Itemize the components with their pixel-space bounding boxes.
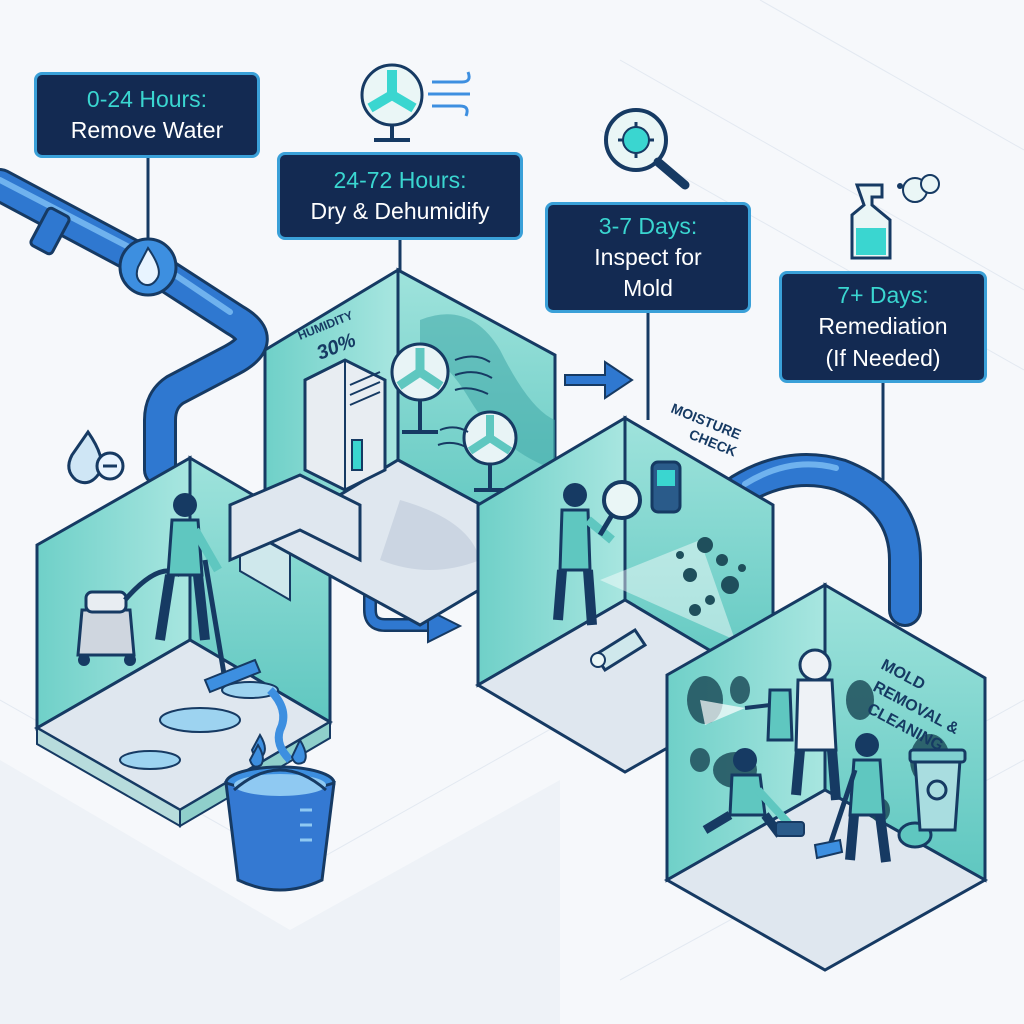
callout-action: Remove Water <box>70 117 224 143</box>
callout-action-line2: (If Needed) <box>825 344 941 371</box>
inspector <box>553 480 642 626</box>
callout-dry-dehumidify: 24-72 Hours: Dry & Dehumidify <box>277 152 523 240</box>
callout-action-line1: Remediation <box>818 313 948 340</box>
callout-time: 7+ Days: <box>837 282 929 309</box>
callout-action-line2: Mold <box>623 275 673 302</box>
biohazard-icon <box>908 748 967 832</box>
fan-right <box>437 410 518 492</box>
flow-arrow-down <box>363 535 463 644</box>
hazmat-worker <box>700 648 841 801</box>
mold-spots <box>676 537 746 616</box>
moisture-meter <box>650 460 682 514</box>
room-mold-removal: MOLD REMOVAL & CLEANING <box>663 582 989 972</box>
fan-left <box>390 342 493 434</box>
connector-floor <box>228 473 362 563</box>
bucket <box>224 742 336 892</box>
fan-icon <box>360 63 424 142</box>
scrubbing-worker <box>702 748 805 838</box>
wind-icon <box>428 71 471 117</box>
pipe-network <box>0 168 922 627</box>
shop-vacuum <box>76 568 182 666</box>
callout-inspect-mold: 3-7 Days: Inspect for Mold <box>545 202 751 313</box>
callout-time: 3-7 Days: <box>598 212 698 239</box>
water-drop-icon <box>118 237 178 297</box>
spray-bottle-icon <box>850 174 940 260</box>
callout-action: Dry & Dehumidify <box>310 198 490 224</box>
room-inspect-mold: MOISTURE CHECK <box>475 400 776 774</box>
flashlight <box>590 627 648 673</box>
drop-minus-icon <box>67 429 125 485</box>
callout-leaders <box>146 158 885 480</box>
callout-action-line1: Inspect for <box>594 243 702 270</box>
virus-magnifier-icon <box>604 108 690 190</box>
floor-shadow <box>0 760 560 1024</box>
worker-mopping <box>155 493 262 694</box>
room-remove-water <box>33 455 333 828</box>
pipe-coupling <box>29 206 71 256</box>
callout-remediation: 7+ Days: Remediation (If Needed) <box>779 271 987 383</box>
flow-arrow-to-inspect <box>564 360 634 400</box>
callout-remove-water: 0-24 Hours: Remove Water <box>34 72 260 158</box>
dehumidifier <box>303 358 387 492</box>
callout-time: 0-24 Hours: <box>86 85 208 112</box>
callout-time: 24-72 Hours: <box>333 166 467 193</box>
vacuum-worker <box>813 733 933 863</box>
